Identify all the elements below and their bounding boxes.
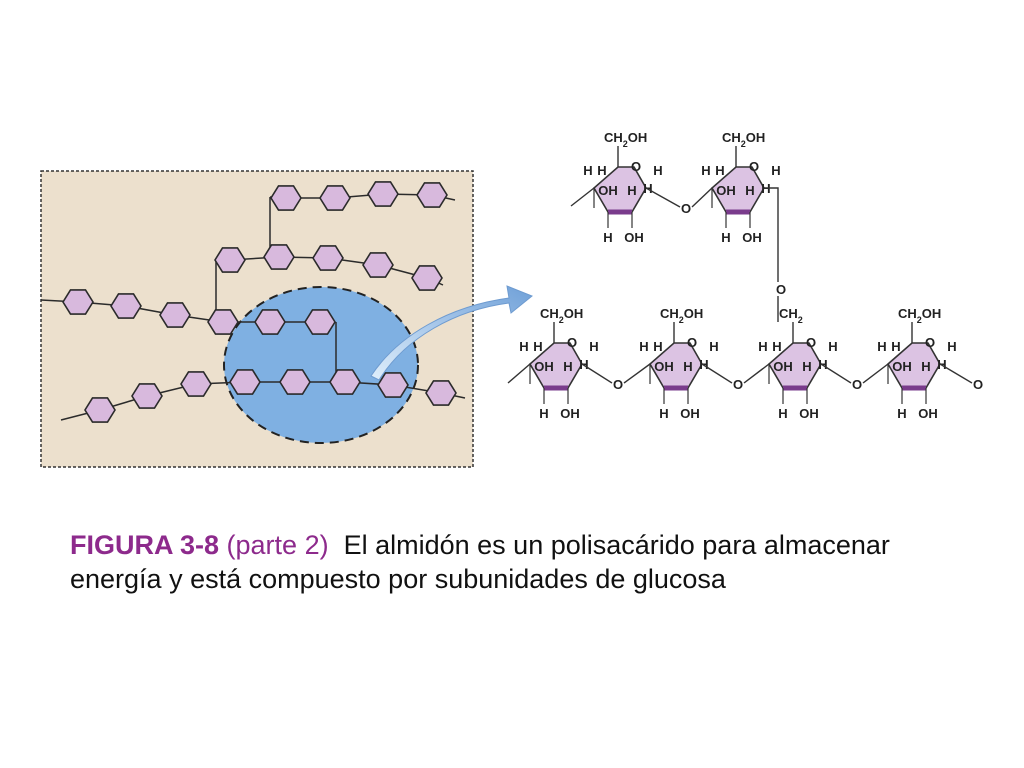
atom-label: H <box>771 163 780 178</box>
atom-label: H <box>778 406 787 421</box>
atom-label: H <box>639 339 648 354</box>
atom-label: OH <box>624 230 644 245</box>
glucose-unit <box>319 185 351 211</box>
atom-label: OH <box>799 406 819 421</box>
atom-label: O <box>806 335 816 350</box>
atom-label: OH <box>654 359 674 374</box>
starch-overview-panel <box>40 170 474 468</box>
atom-label: H <box>758 339 767 354</box>
glucose-units <box>62 181 457 423</box>
atom-label: CH2OH <box>604 130 647 149</box>
atom-label: OH <box>918 406 938 421</box>
glucose-unit <box>329 369 361 395</box>
atom-label: H <box>921 359 930 374</box>
glucose-unit <box>84 397 116 423</box>
atom-label: H <box>802 359 811 374</box>
atom-label: H <box>828 339 837 354</box>
atom-label: OH <box>534 359 554 374</box>
atom-label: O <box>681 201 691 216</box>
atom-label: CH2OH <box>898 306 941 325</box>
figure-part: (parte 2) <box>226 530 329 560</box>
atom-label: O <box>567 335 577 350</box>
atom-label: H <box>947 339 956 354</box>
atom-label: H <box>653 339 662 354</box>
glucose-unit <box>367 181 399 207</box>
atom-label: O <box>631 159 641 174</box>
glucose-unit <box>416 182 448 208</box>
atom-label: O <box>776 282 786 297</box>
atom-label: OH <box>716 183 736 198</box>
atom-label: H <box>659 406 668 421</box>
figure-text: El almidón es un polisacárido para almac… <box>70 530 890 594</box>
atom-label: H <box>721 230 730 245</box>
glucose-unit <box>312 245 344 271</box>
atom-label: OH <box>560 406 580 421</box>
atom-label: H <box>533 339 542 354</box>
atom-label: H <box>745 183 754 198</box>
figure-caption: FIGURA 3-8 (parte 2) El almidón es un po… <box>70 528 950 596</box>
atom-label: H <box>877 339 886 354</box>
glucose-unit <box>131 383 163 409</box>
atom-label: H <box>715 163 724 178</box>
glucose-unit <box>207 309 239 335</box>
glucose-unit <box>270 185 302 211</box>
atom-label: OH <box>892 359 912 374</box>
atom-label: CH2OH <box>660 306 703 325</box>
atom-label: OH <box>742 230 762 245</box>
atom-label: O <box>733 377 743 392</box>
atom-label: H <box>891 339 900 354</box>
atom-label: H <box>897 406 906 421</box>
atom-label: H <box>539 406 548 421</box>
glucose-unit <box>229 369 261 395</box>
atom-label: H <box>772 339 781 354</box>
atom-label: H <box>597 163 606 178</box>
glucose-unit <box>304 309 336 335</box>
atom-label: O <box>613 377 623 392</box>
atom-label: H <box>603 230 612 245</box>
glucose-unit <box>110 293 142 319</box>
atom-label: H <box>583 163 592 178</box>
atom-label: H <box>589 339 598 354</box>
atom-label: OH <box>598 183 618 198</box>
glucose-unit <box>425 380 457 406</box>
glucose-unit <box>62 289 94 315</box>
atom-label: O <box>973 377 983 392</box>
glucose-unit <box>377 372 409 398</box>
atom-label: H <box>701 163 710 178</box>
glucose-unit <box>263 244 295 270</box>
atom-label: OH <box>773 359 793 374</box>
atom-label: H <box>627 183 636 198</box>
glucose-unit <box>180 371 212 397</box>
atom-label: O <box>925 335 935 350</box>
atom-label: CH2OH <box>722 130 765 149</box>
atom-label: H <box>563 359 572 374</box>
atom-label: CH2OH <box>540 306 583 325</box>
glucose-unit <box>254 309 286 335</box>
atom-label: H <box>519 339 528 354</box>
curved-arrow-icon <box>370 285 533 381</box>
atom-label: O <box>749 159 759 174</box>
atom-label: H <box>709 339 718 354</box>
atom-label: OH <box>680 406 700 421</box>
atom-label: O <box>687 335 697 350</box>
glucose-unit <box>362 252 394 278</box>
glucose-unit <box>159 302 191 328</box>
atom-label: H <box>653 163 662 178</box>
glucose-unit <box>411 265 443 291</box>
glycosidic-link <box>60 381 466 421</box>
glucose-unit <box>279 369 311 395</box>
glucose-unit <box>214 247 246 273</box>
atom-label: O <box>852 377 862 392</box>
figure-label: FIGURA 3-8 <box>70 530 220 560</box>
atom-label: CH2 <box>779 306 803 325</box>
atom-label: H <box>683 359 692 374</box>
